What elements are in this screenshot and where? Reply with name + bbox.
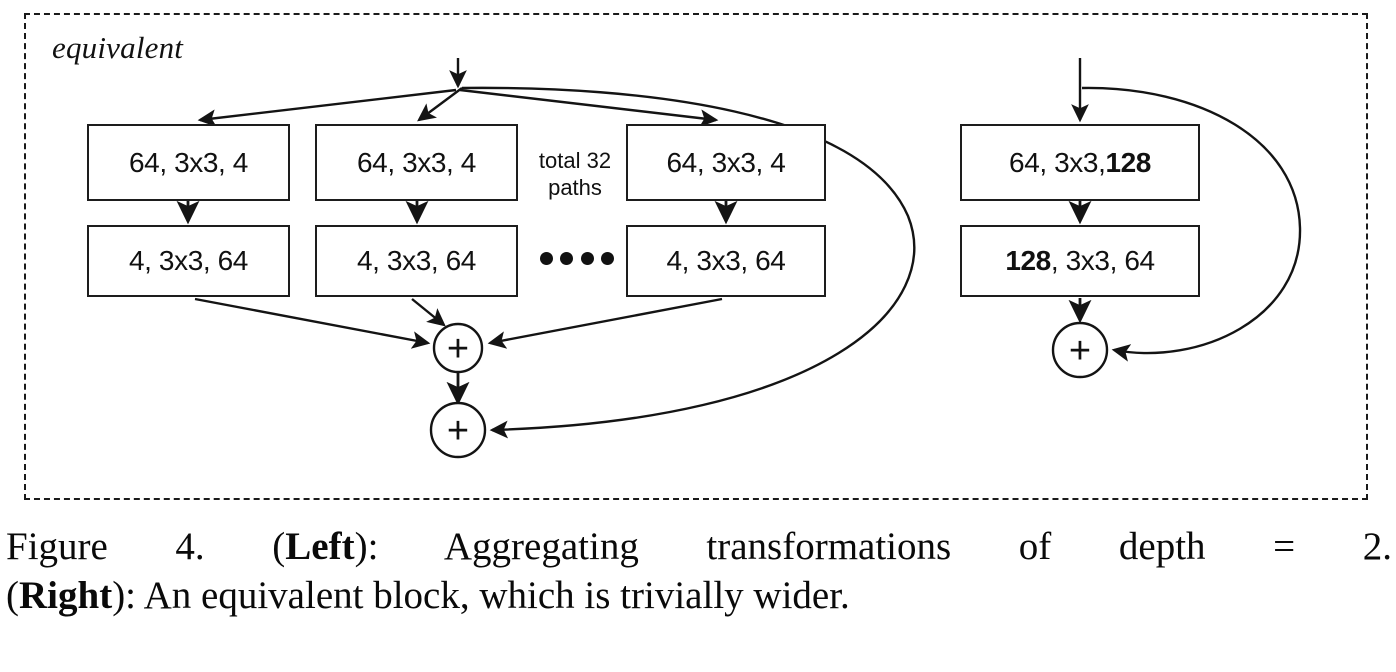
sum-node-shortcut-plus: + <box>446 410 470 452</box>
caption-left-text: ): Aggregating transformations of depth … <box>354 525 1392 568</box>
total-paths-note: total 32 paths <box>527 148 623 202</box>
ellipsis-dot <box>600 252 614 265</box>
ellipsis-dot <box>580 252 594 265</box>
caption-left-emphasis: Left <box>285 525 355 568</box>
conv-box-wide-top: 64, 3x3, 128 <box>960 124 1200 201</box>
conv-box-path32-bottom: 4, 3x3, 64 <box>626 225 826 297</box>
sum-node-wide-plus: + <box>1068 330 1092 372</box>
conv-box-label: 64, 3x3, 4 <box>357 146 476 178</box>
total-paths-line1: total 32 <box>538 148 612 173</box>
ellipsis-dots <box>540 252 614 265</box>
ellipsis-dot <box>540 252 553 265</box>
conv-box-label: 4, 3x3, 64 <box>666 245 786 276</box>
sum-node-aggregate-plus: + <box>446 328 470 370</box>
conv-box-path1-bottom: 4, 3x3, 64 <box>87 225 290 297</box>
caption-line-2: (Right): An equivalent block, which is t… <box>6 571 1392 620</box>
conv-box-path1-top: 64, 3x3, 4 <box>87 124 290 201</box>
conv-box-label-suffix: , 3x3, 64 <box>1050 245 1155 276</box>
conv-box-label: 64, 3x3, 4 <box>666 146 786 178</box>
figure-caption: Figure 4. (Left): Aggregating transforma… <box>6 522 1392 620</box>
equivalence-frame <box>24 13 1368 500</box>
conv-box-label: 4, 3x3, 64 <box>357 245 476 276</box>
total-paths-line2: paths <box>548 174 602 200</box>
equivalent-label: equivalent <box>52 30 184 65</box>
caption-right-emphasis: Right <box>19 574 113 618</box>
conv-box-label-prefix: 64, 3x3, <box>1009 146 1106 178</box>
caption-right-text: ): An equivalent block, which is trivial… <box>112 574 850 618</box>
conv-box-label-bold: 128 <box>1105 146 1151 178</box>
ellipsis-dot <box>560 252 574 265</box>
conv-box-wide-bottom: 128, 3x3, 64 <box>960 225 1200 297</box>
caption-paren-open: ( <box>6 574 19 618</box>
conv-box-label: 4, 3x3, 64 <box>129 245 248 276</box>
caption-line-1: Figure 4. (Left): Aggregating transforma… <box>6 522 1392 571</box>
conv-box-label: 64, 3x3, 4 <box>129 146 248 178</box>
conv-box-path2-top: 64, 3x3, 4 <box>315 124 518 201</box>
conv-box-label-bold: 128 <box>1005 245 1051 276</box>
conv-box-path32-top: 64, 3x3, 4 <box>626 124 826 201</box>
conv-box-path2-bottom: 4, 3x3, 64 <box>315 225 518 297</box>
caption-figure-number: Figure 4. ( <box>6 525 286 568</box>
